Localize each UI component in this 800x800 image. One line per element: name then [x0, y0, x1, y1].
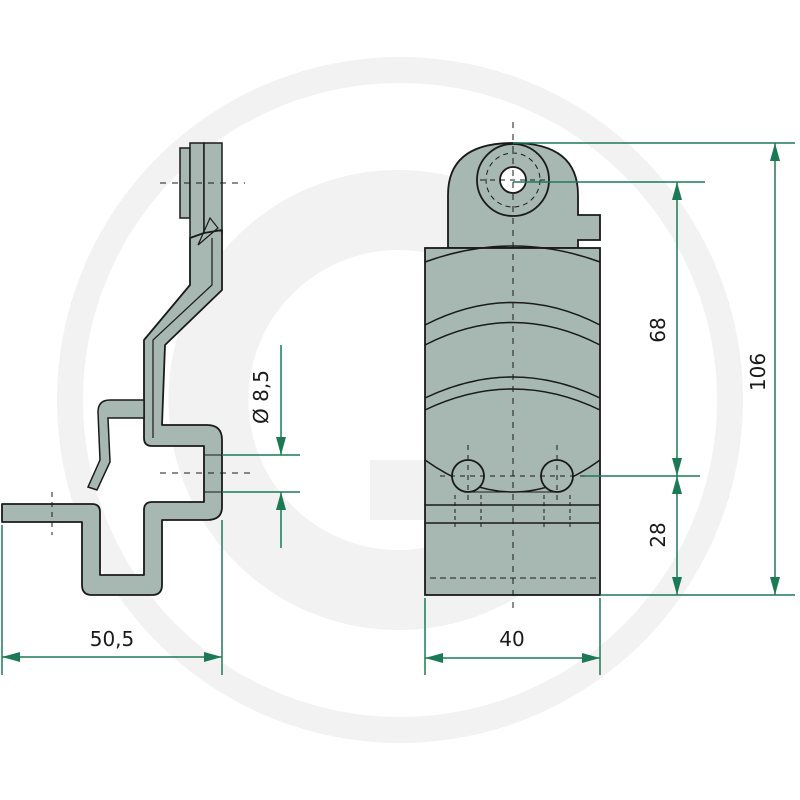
- side-top-plate-right: [203, 142, 223, 234]
- side-spring-finger: [86, 399, 145, 491]
- dim-bottom-height: 28: [646, 522, 670, 547]
- side-strip-tab: [197, 216, 219, 246]
- dim-front-width: 40: [499, 627, 524, 651]
- watermark-logo: [57, 57, 743, 743]
- dim-side-width: 50,5: [90, 627, 135, 651]
- side-top-plate-mid: [189, 142, 205, 239]
- side-strip-seam: [152, 238, 213, 438]
- dimension-lines: [1, 142, 795, 675]
- dim-hole-diameter: Ø 8,5: [249, 370, 273, 424]
- side-view: [1, 142, 255, 596]
- dim-hole-spacing: 68: [646, 317, 670, 342]
- dim-total-height: 106: [746, 353, 770, 391]
- front-view: [424, 122, 601, 608]
